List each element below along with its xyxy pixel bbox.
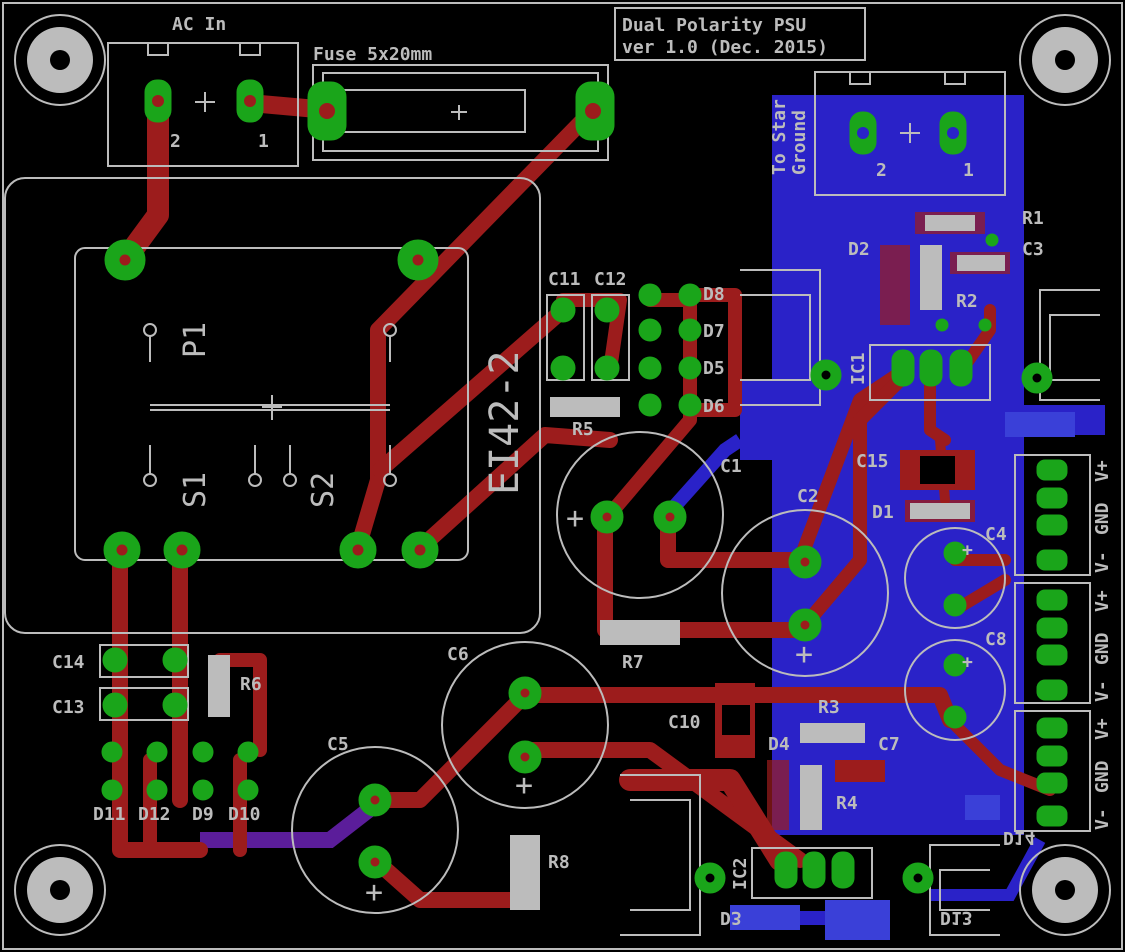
out2-gnd: GND xyxy=(1092,632,1113,665)
out3-vplus: V+ xyxy=(1092,718,1113,740)
d12-label: D12 xyxy=(138,804,171,825)
d9-label: D9 xyxy=(192,804,214,825)
d2-label: D2 xyxy=(848,239,870,260)
out1-vplus: V+ xyxy=(1092,460,1113,482)
c3-label: C3 xyxy=(1022,239,1044,260)
d3-label: D3 xyxy=(720,907,742,928)
c2-plus: + xyxy=(795,637,813,672)
c1-label: C1 xyxy=(720,456,742,477)
r5-label: R5 xyxy=(572,419,594,440)
r3-label: R3 xyxy=(818,697,840,718)
s1-label: S1 xyxy=(178,472,213,508)
c12-label: C12 xyxy=(594,269,627,290)
d5-label: D5 xyxy=(703,358,725,379)
pads xyxy=(101,79,1068,894)
c11-label: C11 xyxy=(548,269,581,290)
fuse-label: Fuse 5x20mm xyxy=(313,44,432,65)
c8-plus: + xyxy=(962,652,973,673)
c6-label: C6 xyxy=(447,644,469,665)
ac-pin2-label: 2 xyxy=(170,131,181,152)
out3-gnd: GND xyxy=(1092,760,1113,793)
ic1-label: IC1 xyxy=(848,352,869,385)
title-line-2: ver 1.0 (Dec. 2015) xyxy=(622,37,828,58)
r7-label: R7 xyxy=(622,652,644,673)
top-copper-traces xyxy=(112,89,1056,908)
smd-parts xyxy=(208,212,1075,940)
star-pin1-label: 1 xyxy=(963,160,974,181)
mounting-holes xyxy=(27,27,1098,923)
c5-plus: + xyxy=(365,875,383,910)
c2-label: C2 xyxy=(797,486,819,507)
c4-plus: + xyxy=(962,540,973,561)
out2-vplus: V+ xyxy=(1092,590,1113,612)
d11-label: D11 xyxy=(93,804,126,825)
c7-label: C7 xyxy=(878,734,900,755)
out1-vminus: V- xyxy=(1092,551,1113,573)
d8-label: D8 xyxy=(703,284,725,305)
c8-label: C8 xyxy=(985,629,1007,650)
ac-in-label: AC In xyxy=(172,14,226,35)
c15-label: C15 xyxy=(856,451,889,472)
c6-plus: + xyxy=(515,768,533,803)
title-line-1: Dual Polarity PSU xyxy=(622,15,806,36)
silkscreen-text: Dual Polarity PSU ver 1.0 (Dec. 2015) AC… xyxy=(52,14,1113,928)
r2-label: R2 xyxy=(956,291,978,312)
d7-label: D7 xyxy=(703,321,725,342)
r6-label: R6 xyxy=(240,674,262,695)
ic2-label: IC2 xyxy=(730,857,751,890)
out1-gnd: GND xyxy=(1092,502,1113,535)
r1-label: R1 xyxy=(1022,208,1044,229)
s2-label: S2 xyxy=(306,472,341,508)
star-ground-line1: To Star xyxy=(769,99,790,175)
r8-label: R8 xyxy=(548,852,570,873)
p1-label: P1 xyxy=(178,322,213,358)
star-ground-line2: Ground xyxy=(789,110,810,175)
c1-plus: + xyxy=(566,501,584,536)
out2-vminus: V- xyxy=(1092,680,1113,702)
d6-label: D6 xyxy=(703,396,725,417)
c13-label: C13 xyxy=(52,697,85,718)
r4-label: R4 xyxy=(836,793,858,814)
ac-pin1-label: 1 xyxy=(258,131,269,152)
c5-label: C5 xyxy=(327,734,349,755)
c4-label: C4 xyxy=(985,524,1007,545)
c14-label: C14 xyxy=(52,652,85,673)
d14-label: D14 xyxy=(1003,827,1036,848)
transformer-label: EI42-2 xyxy=(482,351,528,496)
star-pin2-label: 2 xyxy=(876,160,887,181)
c10-label: C10 xyxy=(668,712,701,733)
d10-label: D10 xyxy=(228,804,261,825)
out3-vminus: V- xyxy=(1092,808,1113,830)
d1-label: D1 xyxy=(872,502,894,523)
d4-label: D4 xyxy=(768,734,790,755)
d13-label: D13 xyxy=(940,907,973,928)
